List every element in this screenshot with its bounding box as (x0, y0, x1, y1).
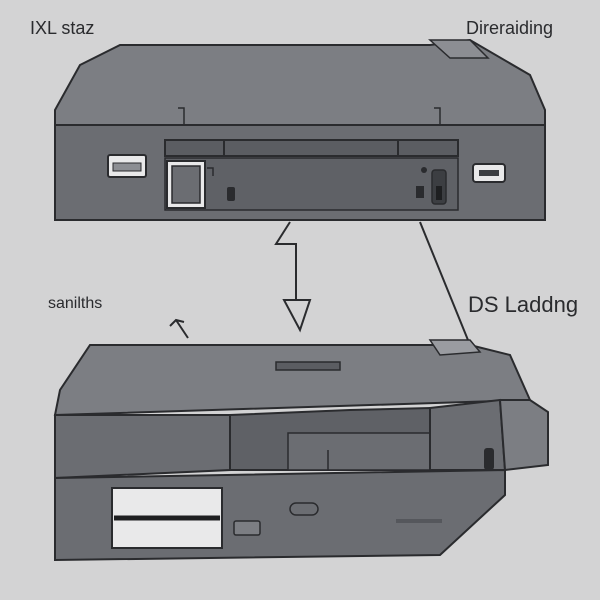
bottom-device-front-upper (54, 414, 231, 480)
zigzag-arrow (274, 221, 297, 300)
hdmi-port-right-inner (479, 170, 499, 176)
top-device-jack (416, 186, 424, 198)
bottom-device-back-tab (428, 339, 482, 356)
top-device-front-panel (164, 157, 459, 211)
bottom-device (53, 339, 549, 562)
bottom-device-oval-slot (289, 502, 319, 516)
zigzag-arrow-head (282, 299, 312, 333)
top-device (54, 38, 546, 221)
label-mid-left: sanilths (48, 295, 103, 312)
top-device-disc-slot (164, 139, 459, 157)
bottom-device-button (233, 520, 261, 536)
top-device-side-slot-inner (436, 186, 442, 200)
top-device-button (227, 187, 235, 201)
small-arrow (169, 318, 189, 339)
bottom-device-side-panel (498, 399, 549, 472)
bottom-device-top-slot (275, 361, 341, 371)
label-mid-right: DS Laddng (468, 292, 579, 317)
label-top-left: IXL staz (30, 18, 95, 38)
bottom-device-inner-tray (287, 432, 431, 471)
top-device-top-surface (54, 38, 546, 126)
label-top-right: Direraiding (466, 18, 554, 38)
diagonal-connector (419, 221, 471, 346)
top-device-bay-inner (171, 165, 201, 204)
bottom-device-engraving (396, 519, 442, 523)
usb-port-left-inner (112, 162, 142, 172)
top-device-led (421, 167, 427, 173)
top-device-back-tab (428, 39, 490, 59)
top-device-notch-right (434, 107, 441, 125)
connectors (169, 221, 471, 346)
top-device-bay-mark (207, 167, 214, 176)
bottom-device-side-port (484, 448, 494, 470)
top-device-notch-left (178, 107, 185, 125)
